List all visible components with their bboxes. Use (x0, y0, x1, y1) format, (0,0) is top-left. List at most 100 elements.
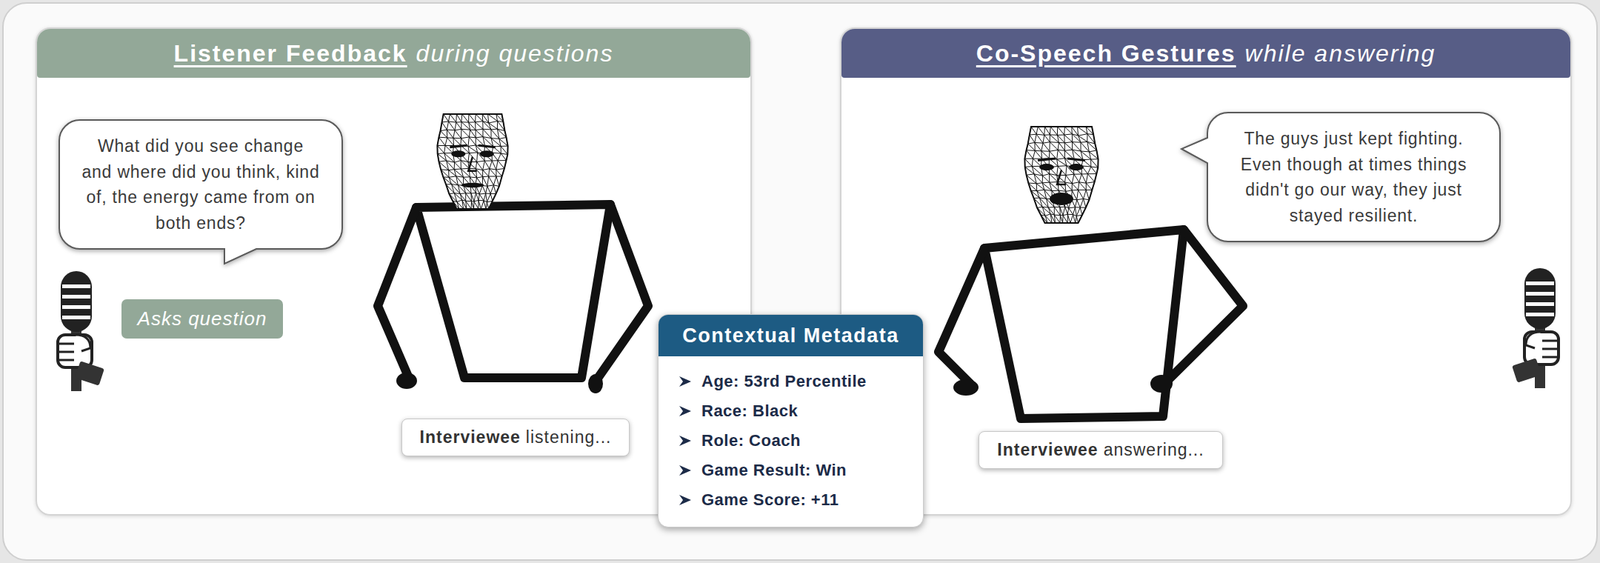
bullet-arrow-shape (679, 376, 692, 387)
hand (57, 334, 92, 368)
mic-grille (1525, 291, 1555, 296)
eye (480, 150, 495, 158)
metadata-title: Contextual Metadata (682, 324, 900, 348)
metadata-row: Game Score: +11 (677, 485, 913, 515)
role-word: Interviewee (420, 427, 521, 447)
microphone-icon (1511, 268, 1559, 389)
mic-grille (1525, 302, 1555, 306)
metadata-row: Role: Coach (677, 425, 913, 456)
mesh-lines (437, 114, 508, 209)
metadata-row: Race: Black (677, 396, 913, 426)
arm (938, 248, 985, 384)
stick-figure (377, 204, 649, 394)
nose (468, 157, 478, 172)
section-panel: The guys just kept fighting. Even though… (840, 27, 1572, 516)
arm (597, 204, 649, 380)
panel-ground (37, 51, 751, 515)
mic-grille (62, 284, 91, 289)
fingers (1542, 340, 1558, 358)
action-label: Asks question (121, 299, 284, 339)
bullet-arrow (677, 462, 693, 478)
hand (953, 379, 979, 396)
thumb (1525, 331, 1541, 349)
metadata-box: Contextual MetadataAge: 53rd PercentileR… (657, 314, 924, 528)
brow (1067, 158, 1086, 161)
action-text: Asks question (137, 307, 268, 330)
metadata-item: Role: Coach (701, 431, 801, 451)
status-box: Intervieweeanswering... (978, 431, 1223, 469)
panel-subtitle: during questions (416, 40, 615, 68)
speech-text: What did you see change and where did yo… (59, 120, 343, 249)
mic-grille (62, 315, 91, 320)
arm (1166, 229, 1243, 382)
metadata-row: Game Result: Win (677, 455, 913, 486)
bubble-shape (59, 120, 343, 264)
panel-header: Co-Speech Gestures while answering (841, 28, 1571, 78)
panel-header: Listener Feedback during questions (37, 28, 751, 78)
mic-head (1524, 268, 1556, 329)
metadata-item: Race: Black (701, 401, 798, 421)
nose (1057, 170, 1066, 186)
speech-text: The guys just kept fighting. Even though… (1207, 112, 1500, 242)
bullet-arrow (677, 374, 693, 389)
face-mesh (437, 114, 508, 209)
brow (1037, 158, 1056, 161)
panel-ground (841, 51, 1571, 515)
sleeve (74, 360, 105, 386)
bullet-arrow-shape (679, 435, 692, 446)
metadata-list: Age: 53rd PercentileRace: BlackRole: Coa… (658, 356, 923, 527)
torso (416, 204, 611, 378)
mic-grille (62, 294, 91, 299)
bubble-shape (1181, 112, 1500, 242)
metadata-header: Contextual Metadata (658, 314, 923, 357)
metadata-row: Age: 53rd Percentile (677, 366, 913, 397)
role-word: Interviewee (997, 440, 1098, 460)
hand (396, 372, 418, 389)
bullet-arrow (677, 403, 693, 419)
speech-bubble: The guys just kept fighting. Even though… (1207, 112, 1500, 242)
status-word: answering... (1103, 440, 1205, 460)
mic-head (60, 271, 92, 332)
face-outline (437, 114, 508, 209)
mesh-lines (1024, 126, 1098, 223)
bullet-arrow-shape (679, 465, 692, 476)
hand (1524, 331, 1559, 365)
face-outline (1024, 126, 1098, 223)
panel-title: Co-Speech Gestures (976, 40, 1237, 68)
metadata-item: Game Result: Win (701, 460, 847, 480)
mic-grille (1525, 312, 1555, 317)
bullet-arrow (677, 433, 693, 449)
mic-grille (62, 305, 91, 309)
section-panel: What did you see change and where did yo… (35, 27, 752, 516)
eye (451, 150, 466, 158)
sleeve (1511, 357, 1542, 383)
panel-title: Listener Feedback (174, 40, 408, 68)
mouth (461, 182, 485, 188)
thumb (75, 334, 91, 352)
hand (1150, 374, 1173, 393)
mouth (1049, 192, 1074, 206)
speech-bubble: What did you see change and where did yo… (59, 120, 343, 249)
bullet-arrow (677, 492, 693, 508)
metadata-item: Game Score: +11 (701, 490, 839, 510)
arm (377, 207, 417, 377)
mic-grille (1525, 281, 1555, 286)
face-mesh (1024, 126, 1098, 223)
eye (1068, 163, 1084, 171)
eye (1039, 163, 1055, 171)
brow (449, 145, 467, 148)
bullet-arrow-shape (679, 405, 692, 417)
microphone-icon (57, 271, 105, 392)
brow (478, 145, 496, 148)
bullet-arrow-shape (679, 494, 692, 506)
panel-subtitle: while answering (1245, 40, 1437, 68)
status-word: listening... (525, 427, 612, 447)
torso (984, 229, 1184, 419)
status-box: Intervieweelistening... (401, 418, 631, 457)
stick-figure (938, 229, 1243, 419)
hand (588, 374, 603, 394)
fingers (59, 343, 75, 360)
